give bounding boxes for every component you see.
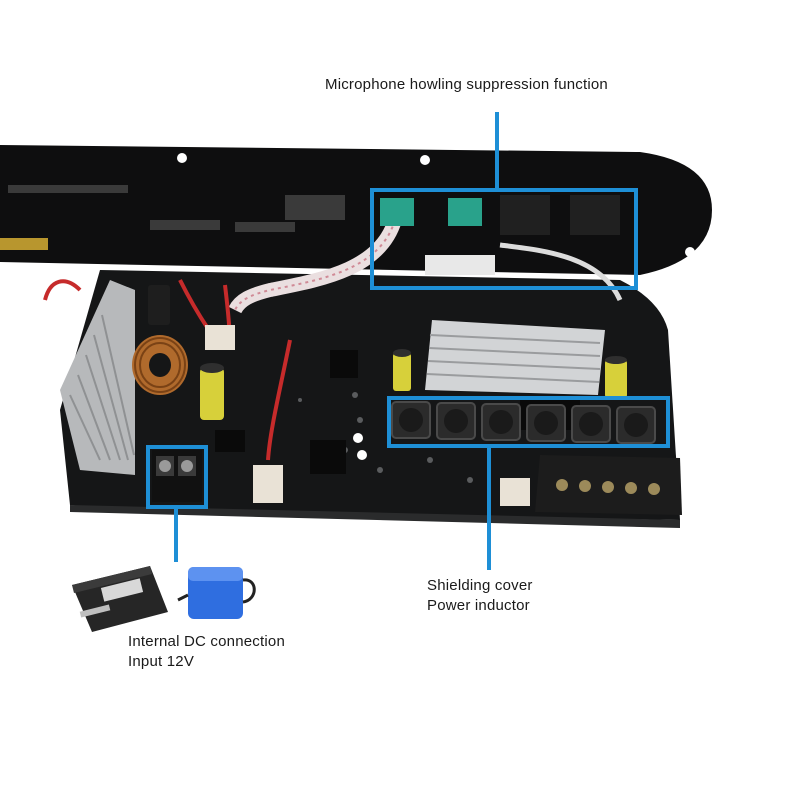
capacitors: [148, 285, 627, 420]
dc-connection-text: Internal DC connection: [128, 633, 285, 650]
power-inductors: [391, 401, 656, 444]
wiring: [43, 217, 623, 461]
toroid-inductor: [132, 335, 188, 395]
module-connectors: [380, 195, 620, 275]
lithium-battery-pack-icon: [177, 567, 256, 619]
jst-connectors: [205, 325, 530, 506]
input-voltage-text: Input 12V: [128, 653, 195, 670]
callouts: [146, 112, 670, 570]
shielding-cover-text: Shielding cover: [427, 577, 533, 594]
left-heatsink: [60, 280, 135, 475]
callout-box-inductors: [387, 396, 670, 448]
center-heatsink: [425, 320, 605, 395]
inductor-callout-label: Shielding cover Power inductor: [427, 576, 533, 616]
dc-input-callout-label: Internal DC connection Input 12V: [128, 632, 285, 672]
front-panel: [0, 145, 712, 275]
microphone-callout-label: Microphone howling suppression function: [325, 76, 608, 93]
dc-input-terminal: [152, 450, 202, 502]
callout-box-microphone: [370, 188, 638, 290]
power-inductor-text: Power inductor: [427, 597, 530, 614]
lead-acid-battery-icon: [72, 566, 168, 632]
speaker-terminals: [535, 455, 682, 515]
